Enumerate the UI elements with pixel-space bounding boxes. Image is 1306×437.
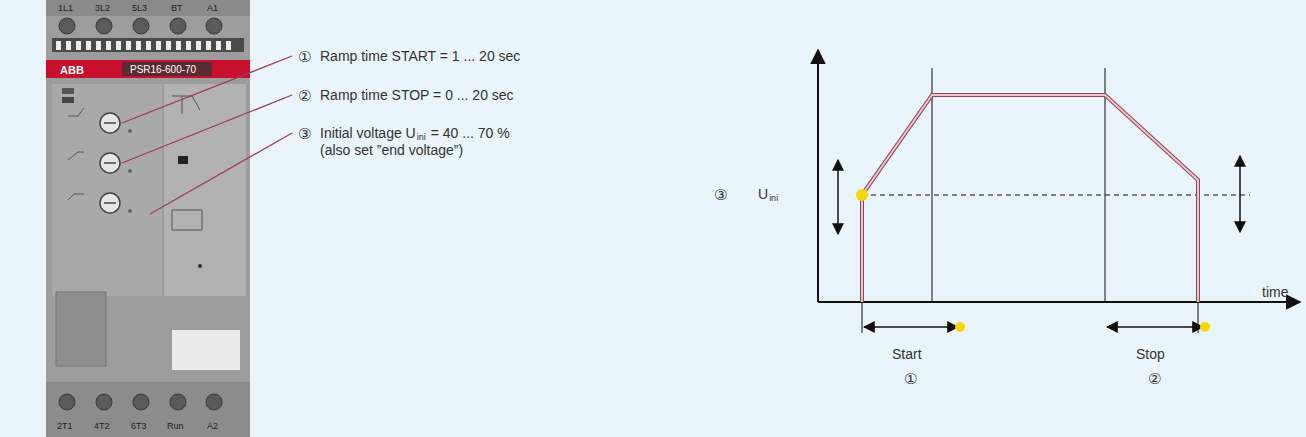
callout-number: ③ — [298, 125, 311, 143]
soft-starter-photo — [46, 0, 250, 437]
terminal-name: 1L1 — [58, 2, 73, 14]
callout-number: ① — [904, 370, 917, 388]
phase-label: Start — [892, 346, 922, 363]
terminal-name: Run — [167, 420, 184, 432]
callout-number: ② — [1148, 370, 1161, 388]
callout-note: (also set ”end voltage”) — [320, 142, 463, 159]
callout-text: Ramp time STOP = 0 ... 20 sec — [320, 87, 514, 104]
callout-number: ① — [298, 48, 311, 66]
brand-logo: ABB — [60, 63, 84, 77]
callout-text: = 40 ... 70 % — [431, 125, 510, 142]
callout-text: Initial voltage U — [320, 125, 416, 142]
callout-text: Ramp time START = 1 ... 20 sec — [320, 48, 520, 65]
subscript: ini — [417, 131, 426, 143]
terminal-name: BT — [171, 2, 183, 14]
axis-label: U — [758, 186, 768, 203]
callout-number: ② — [298, 87, 311, 105]
axis-label: time — [1262, 284, 1288, 301]
leader-lines — [122, 56, 292, 214]
terminal-name: 2T1 — [57, 420, 73, 432]
terminal-name: 3L2 — [95, 2, 110, 14]
terminal-name: 4T2 — [94, 420, 110, 432]
callout-number: ③ — [714, 186, 727, 204]
subscript: ini — [769, 192, 778, 204]
terminal-name: A2 — [207, 420, 218, 432]
ramp-chart — [818, 50, 1300, 333]
terminal-name: 6T3 — [131, 420, 147, 432]
phase-label: Stop — [1136, 346, 1165, 363]
terminal-name: A1 — [207, 2, 218, 14]
model-name: PSR16-600-70 — [130, 63, 196, 76]
terminal-name: 5L3 — [132, 2, 147, 14]
